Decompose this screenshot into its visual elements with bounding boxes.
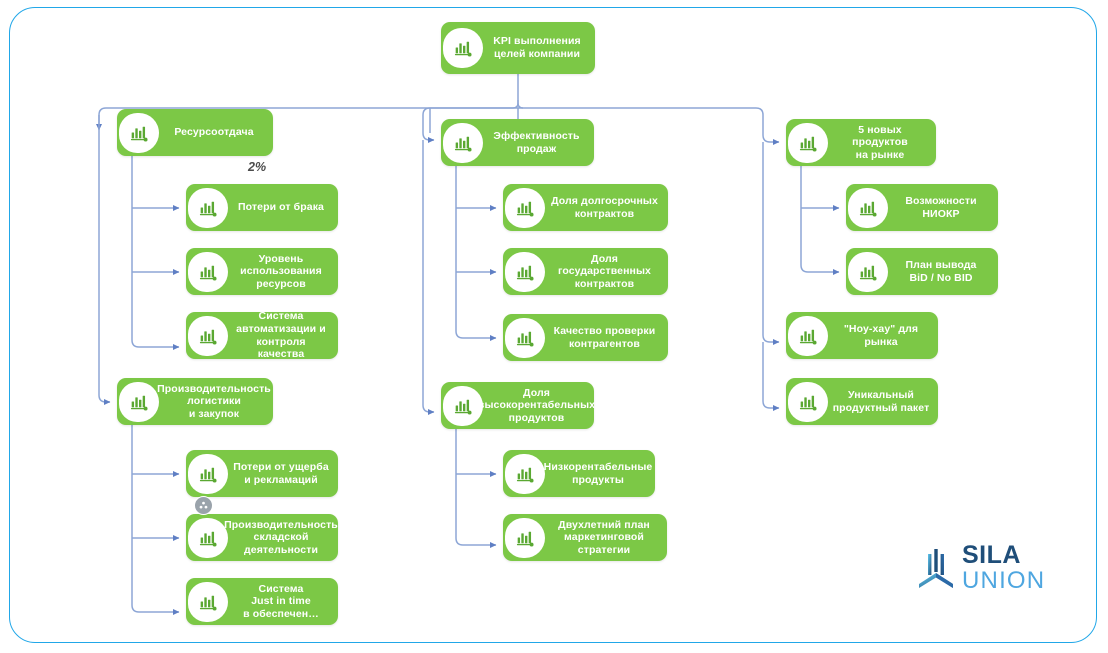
kpi-node-l2a[interactable]: Потери от ущерба и рекламаций — [186, 450, 338, 497]
kpi-node-label: KPI выполнения целей компании — [493, 35, 581, 60]
kpi-node-label: Эффективность продаж — [493, 129, 580, 155]
kpi-node-l1[interactable]: Ресурсоотдача — [117, 109, 273, 156]
bar-chart-icon — [188, 517, 228, 558]
kpi-node-label: Система автоматизации и контроля качеств… — [236, 310, 326, 361]
kpi-node-label: Доля высокорентабельных продуктов — [477, 386, 596, 424]
annotation-pct: 2% — [248, 160, 267, 174]
kpi-node-label: Потери от ущерба и рекламаций — [233, 460, 329, 486]
kpi-node-c1a[interactable]: Доля долгосрочных контрактов — [503, 184, 668, 231]
kpi-node-r2[interactable]: "Ноу-хау" для рынка — [786, 312, 938, 359]
kpi-node-root[interactable]: KPI выполнения целей компании — [441, 22, 595, 74]
kpi-node-label: Возможности НИОКР — [905, 194, 977, 220]
kpi-node-r1a[interactable]: Возможности НИОКР — [846, 184, 998, 231]
kpi-node-l1c[interactable]: Система автоматизации и контроля качеств… — [186, 310, 338, 361]
kpi-node-l1b[interactable]: Уровень использования ресурсов — [186, 248, 338, 295]
sila-union-logo: SILA UNION — [916, 541, 1044, 595]
kpi-node-label: Производительность складской деятельност… — [224, 518, 338, 556]
bar-chart-icon — [119, 381, 159, 422]
kpi-node-label: "Ноу-хау" для рынка — [843, 322, 919, 348]
kpi-node-label: Низкорентабельные продукты — [543, 460, 653, 486]
bar-chart-icon — [188, 251, 228, 292]
kpi-node-label: Двухлетний план маркетинговой стратегии — [558, 518, 650, 556]
kpi-node-r1[interactable]: 5 новых продуктов на рынке — [786, 119, 936, 166]
kpi-node-label: Качество проверки контрагентов — [553, 324, 656, 350]
kpi-node-l2[interactable]: Производительность логистики и закупок — [117, 378, 273, 425]
kpi-node-label: Производительность логистики и закупок — [157, 382, 271, 420]
kpi-node-c2a[interactable]: Низкорентабельные продукты — [503, 450, 655, 497]
kpi-node-label: Доля государственных контрактов — [558, 252, 651, 290]
bar-chart-icon — [443, 122, 483, 163]
bar-chart-icon — [188, 581, 228, 622]
kpi-node-l2c[interactable]: Система Just in time в обеспечен… — [186, 578, 338, 625]
bar-chart-icon — [119, 112, 159, 153]
kpi-node-label: Ресурсоотдача — [174, 126, 254, 139]
users-group-icon[interactable] — [194, 496, 213, 515]
bar-chart-icon — [505, 317, 545, 358]
bar-chart-icon — [188, 187, 228, 228]
kpi-node-c1[interactable]: Эффективность продаж — [441, 119, 594, 166]
kpi-node-label: Система Just in time в обеспечен… — [243, 582, 319, 620]
kpi-node-label: Уровень использования ресурсов — [240, 252, 322, 290]
kpi-node-c1b[interactable]: Доля государственных контрактов — [503, 248, 668, 295]
bar-chart-icon — [848, 187, 888, 228]
bar-chart-icon — [443, 385, 483, 426]
logo-text-sila: SILA — [962, 541, 1021, 569]
kpi-node-c2[interactable]: Доля высокорентабельных продуктов — [441, 382, 596, 429]
kpi-node-l1a[interactable]: Потери от брака — [186, 184, 338, 231]
bar-chart-icon — [188, 315, 228, 356]
bar-chart-icon — [188, 453, 228, 494]
bar-chart-icon — [788, 381, 828, 422]
kpi-node-r3[interactable]: Уникальный продуктный пакет — [786, 378, 938, 425]
kpi-node-label: Уникальный продуктный пакет — [832, 388, 930, 414]
bar-chart-icon — [505, 187, 545, 228]
bar-chart-icon — [788, 122, 828, 163]
bar-chart-icon — [848, 251, 888, 292]
kpi-node-c2b[interactable]: Двухлетний план маркетинговой стратегии — [503, 514, 667, 561]
kpi-node-r1b[interactable]: План вывода BiD / No BID — [846, 248, 998, 295]
bar-chart-icon — [788, 315, 828, 356]
kpi-node-label: 5 новых продуктов на рынке — [852, 123, 908, 161]
bar-chart-icon — [505, 251, 545, 292]
bar-chart-icon — [505, 453, 545, 494]
kpi-node-label: План вывода BiD / No BID — [905, 258, 977, 284]
kpi-node-c1c[interactable]: Качество проверки контрагентов — [503, 314, 668, 361]
kpi-node-label: Потери от брака — [237, 201, 324, 214]
bar-chart-icon — [505, 517, 545, 558]
kpi-node-label: Доля долгосрочных контрактов — [551, 194, 658, 220]
bar-chart-icon — [443, 28, 483, 68]
logo-mark-icon — [919, 549, 953, 588]
kpi-node-l2b[interactable]: Производительность складской деятельност… — [186, 514, 338, 561]
logo-text-union: UNION — [962, 567, 1046, 594]
